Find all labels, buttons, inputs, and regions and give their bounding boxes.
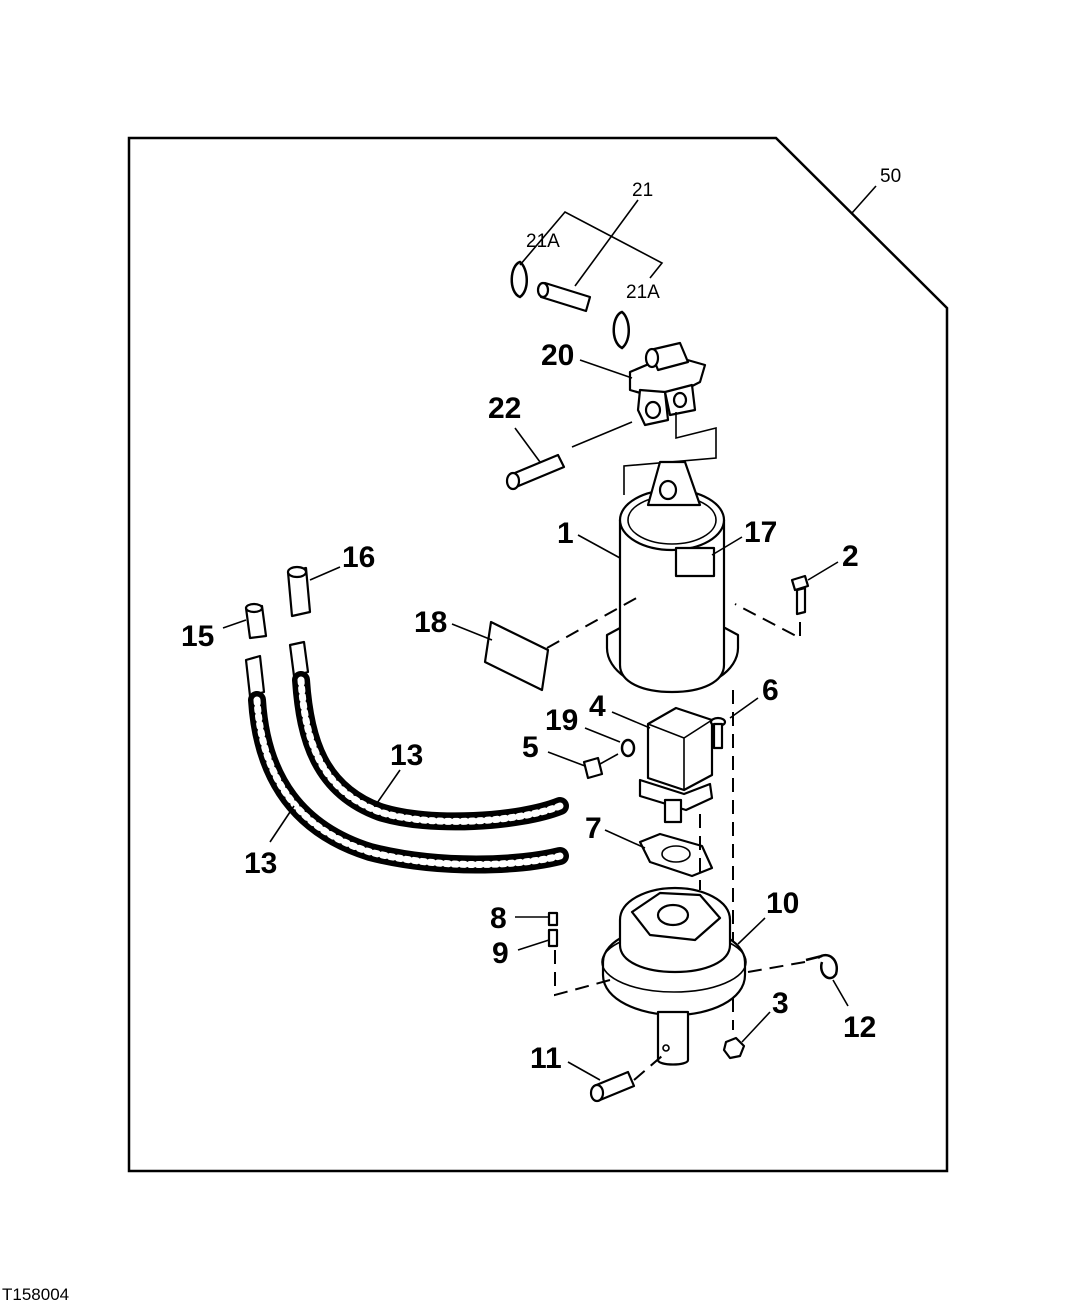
leader-21 <box>574 199 639 287</box>
part-18-decal <box>483 620 550 692</box>
part-13-hose-lower <box>244 654 569 874</box>
callout-7: 7 <box>585 812 602 845</box>
leader-2 <box>807 561 839 581</box>
part-12-clip <box>805 953 839 980</box>
callout-9: 9 <box>492 937 509 970</box>
part-13-hose-upper <box>288 640 569 831</box>
part-10-gearbox <box>601 886 747 1066</box>
callout-16: 16 <box>342 541 375 574</box>
callout-4: 4 <box>589 690 606 723</box>
leader-50 <box>851 185 877 214</box>
leader-4 <box>611 711 651 729</box>
leader-19 <box>584 727 621 743</box>
part-20-clevis <box>628 341 707 427</box>
callout-21: 21 <box>632 180 653 201</box>
callout-1: 1 <box>557 517 574 550</box>
leader-11 <box>567 1061 601 1081</box>
leader-17 <box>711 536 743 556</box>
leader-21a-bracket <box>519 210 664 279</box>
callout-10: 10 <box>766 887 799 920</box>
callout-13-upper: 13 <box>390 739 423 772</box>
dash-11 <box>633 1055 663 1081</box>
leader-6 <box>729 697 759 719</box>
leader-1 <box>577 534 621 559</box>
part-9-pin <box>547 928 559 948</box>
dash-5-to-19 <box>599 753 619 765</box>
leader-5 <box>547 751 586 767</box>
callout-11: 11 <box>530 1042 562 1075</box>
part-11-bolt <box>589 1070 636 1103</box>
callout-5: 5 <box>522 731 539 764</box>
part-21a-ring-left <box>510 260 528 299</box>
leader-16 <box>309 566 341 581</box>
callout-6: 6 <box>762 674 779 707</box>
dash-20-to-22 <box>571 421 633 448</box>
part-8-pin <box>547 911 559 927</box>
leader-7 <box>604 829 646 849</box>
callout-18: 18 <box>414 606 447 639</box>
callout-21a-right: 21A <box>626 282 660 303</box>
leader-22 <box>514 427 541 463</box>
part-21a-ring-right <box>612 310 630 350</box>
diagram-frame <box>127 136 949 1173</box>
part-7-gasket <box>638 832 714 878</box>
callout-15: 15 <box>181 620 214 653</box>
leader-10 <box>737 917 766 945</box>
part-19-oring <box>620 738 636 758</box>
figure-id: T158004 <box>2 1285 69 1304</box>
part-3-nut <box>722 1036 746 1060</box>
part-15-fitting <box>244 602 268 640</box>
callout-20: 20 <box>541 339 574 372</box>
callout-19: 19 <box>545 704 578 737</box>
leader-3 <box>741 1011 771 1043</box>
leader-15 <box>222 619 247 629</box>
part-5-fitting <box>582 756 604 780</box>
part-16-fitting <box>286 565 312 618</box>
callout-8: 8 <box>490 902 507 935</box>
callout-2: 2 <box>842 540 859 573</box>
leader-13-upper <box>374 769 401 807</box>
part-4-motor <box>638 706 714 824</box>
part-2-bolt <box>790 574 810 616</box>
callout-3: 3 <box>772 987 789 1020</box>
leader-13-lower <box>269 805 295 843</box>
part-22-pin <box>505 453 566 491</box>
dash-18 <box>546 595 641 649</box>
callout-12: 12 <box>843 1011 876 1044</box>
leader-9 <box>517 939 550 951</box>
leader-20 <box>579 359 633 379</box>
dash-2 <box>734 603 801 640</box>
part-21-pin <box>536 281 592 313</box>
callout-50: 50 <box>880 166 901 187</box>
part-1-drive-housing <box>605 460 740 694</box>
dash-20-to-1 <box>623 412 717 495</box>
callout-13-lower: 13 <box>244 847 277 880</box>
callout-22: 22 <box>488 392 521 425</box>
dash-12 <box>747 961 806 973</box>
leader-18 <box>451 623 493 641</box>
dash-9-to-10 <box>554 950 611 997</box>
leader-12 <box>832 979 849 1007</box>
part-6-screw <box>709 716 727 750</box>
callout-17: 17 <box>744 516 777 549</box>
callout-21a-left: 21A <box>526 231 560 252</box>
